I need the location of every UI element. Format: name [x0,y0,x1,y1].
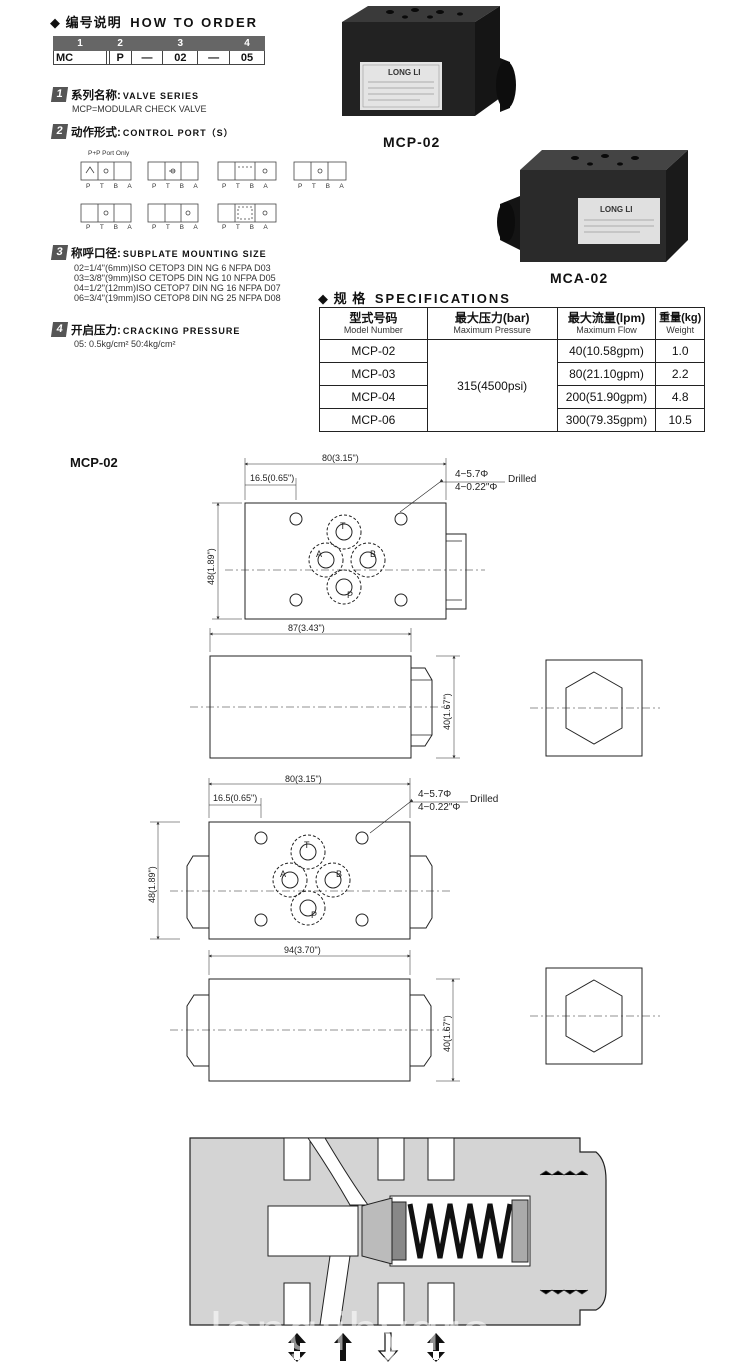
top-view-2 [150,778,468,940]
svg-text:B: B [336,869,342,879]
code-num-1: 1 [52,36,108,51]
drawing-title: MCP-02 [70,455,118,470]
product-photos: LONG LI LONG LI [342,6,688,262]
flow-arrows [288,1332,445,1362]
symbol-check-3 [217,161,277,181]
svg-text:4−5.7Φ: 4−5.7Φ [455,469,488,480]
order-title-en: HOW TO ORDER [130,15,259,30]
svg-text:LONG LI: LONG LI [600,205,632,214]
svg-text:T: T [340,521,346,531]
code-val-series: MC [52,50,108,65]
svg-text:T: T [304,840,310,850]
top-view-1 [212,458,505,620]
code-val-size: 02 [162,50,199,65]
svg-text:80(3.15"): 80(3.15") [322,453,359,463]
pressure-cell: 315(4500psi) [426,339,558,432]
table-row: MCP-04 [319,385,428,409]
svg-text:16.5(0.65"): 16.5(0.65") [213,793,257,803]
section-number: 1 [50,87,69,103]
svg-text:80(3.15"): 80(3.15") [285,774,322,784]
svg-text:40(1.67"): 40(1.67") [442,693,452,730]
order-title-cn: 编号说明 [65,15,122,30]
symbol-note: P+P Port Only [88,150,130,157]
section-number: 4 [50,322,69,338]
order-code-table: 1 2 3 4 MC P — 02 — 05 [52,36,266,65]
svg-text:LONG LI: LONG LI [388,68,420,77]
symbol-check-2 [147,161,199,181]
side-view-2 [170,950,660,1082]
svg-text:P: P [311,910,317,920]
svg-text:16.5(0.65"): 16.5(0.65") [250,473,294,483]
code-val-pressure: 05 [228,50,266,65]
svg-text:48(1.89"): 48(1.89") [206,548,216,585]
header-flow: 最大流量(lpm)Maximum Flow [556,307,657,340]
code-num-3: 3 [162,36,199,51]
diamond-icon: ◆ [50,15,61,30]
order-heading: ◆ 编号说明 HOW TO ORDER [50,12,258,31]
watermark: longlihydro [210,1302,493,1362]
code-num-4: 4 [228,36,266,51]
svg-text:4−5.7Φ: 4−5.7Φ [418,789,451,800]
header-pressure: 最大压力(bar)Maximum Pressure [426,307,558,340]
svg-text:B: B [370,549,376,559]
mcp-02-label: MCP-02 [383,134,441,150]
code-num-2: 2 [108,36,132,51]
mca-02-label: MCA-02 [550,270,609,286]
side-view-1 [190,628,660,759]
symbol-check-7 [217,203,277,223]
diamond-icon: ◆ [318,291,329,306]
svg-text:A: A [316,549,322,559]
table-row: MCP-06 [319,408,428,432]
header-weight: 重量(kg)Weight [655,307,705,340]
control-port-symbols [80,161,347,223]
section-number: 3 [50,245,69,261]
svg-text:4−0.22"Φ: 4−0.22"Φ [455,482,497,493]
symbol-check-1 [80,161,132,181]
section-number: 2 [50,124,69,140]
svg-text:P: P [347,590,353,600]
code-val-control: P [108,50,132,65]
svg-text:40(1.67"): 40(1.67") [442,1015,452,1052]
mca-02-photo: LONG LI [497,150,688,262]
symbol-check-6 [147,203,199,223]
specs-heading: ◆ 规 格 SPECIFICATIONS [318,291,511,306]
svg-text:A: A [280,869,286,879]
svg-text:Drilled: Drilled [470,794,498,805]
cutaway-section [189,1137,607,1326]
code-dash-1: — [130,50,164,65]
svg-text:87(3.43"): 87(3.43") [288,623,325,633]
technical-drawing: 80(3.15") 16.5(0.65") 4−5.7Φ 4−0.22"Φ Dr… [147,453,660,1362]
mcp-02-photo: LONG LI [342,6,516,116]
svg-text:94(3.70"): 94(3.70") [284,945,321,955]
symbol-check-4 [293,161,347,181]
svg-text:48(1.89"): 48(1.89") [147,866,157,903]
symbol-check-5 [80,203,132,223]
table-row: MCP-03 [319,362,428,386]
svg-text:4−0.22"Φ: 4−0.22"Φ [418,802,460,813]
table-row: MCP-02 [319,339,428,363]
svg-text:Drilled: Drilled [508,474,536,485]
code-dash-2: — [197,50,230,65]
